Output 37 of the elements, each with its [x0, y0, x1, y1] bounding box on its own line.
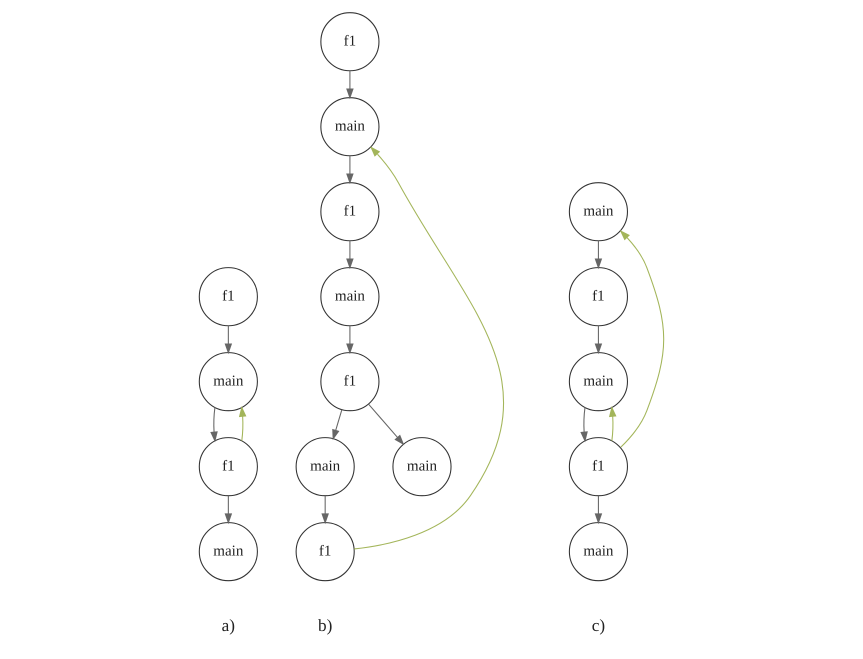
node-circle: main: [568, 352, 628, 412]
arrow: [321, 496, 329, 524]
arrow: [354, 146, 504, 550]
arrow: [332, 410, 342, 440]
node-circle: f1: [568, 267, 628, 326]
arrow: [594, 240, 602, 270]
node-circle: main: [568, 182, 628, 242]
label: b): [318, 616, 332, 636]
arrow: [224, 326, 232, 354]
node-circle: main: [392, 437, 452, 496]
node-circle: main: [198, 522, 258, 582]
arrow: [346, 326, 354, 354]
arrow: [580, 408, 588, 442]
node-circle: f1: [320, 182, 380, 242]
arrow: [210, 408, 218, 442]
arrow: [346, 156, 354, 184]
node-circle: f1: [198, 267, 258, 326]
arrow: [368, 404, 404, 446]
arrow: [594, 326, 602, 354]
node-circle: f1: [296, 522, 355, 582]
node-circle: main: [296, 437, 355, 496]
arrow: [620, 230, 664, 448]
node-circle: f1: [320, 352, 380, 412]
node-circle: main: [320, 267, 380, 326]
node-circle: main: [198, 352, 258, 412]
label: c): [592, 616, 606, 636]
label: a): [222, 616, 236, 636]
node-circle: main: [568, 522, 628, 582]
arrow: [346, 240, 354, 270]
arrow: [609, 406, 616, 441]
arrow: [346, 70, 354, 100]
node-circle: f1: [320, 12, 380, 72]
arrow: [238, 406, 246, 441]
node-circle: f1: [568, 437, 628, 496]
arrow: [594, 496, 602, 524]
arrow: [224, 496, 232, 524]
node-circle: f1: [198, 437, 258, 496]
